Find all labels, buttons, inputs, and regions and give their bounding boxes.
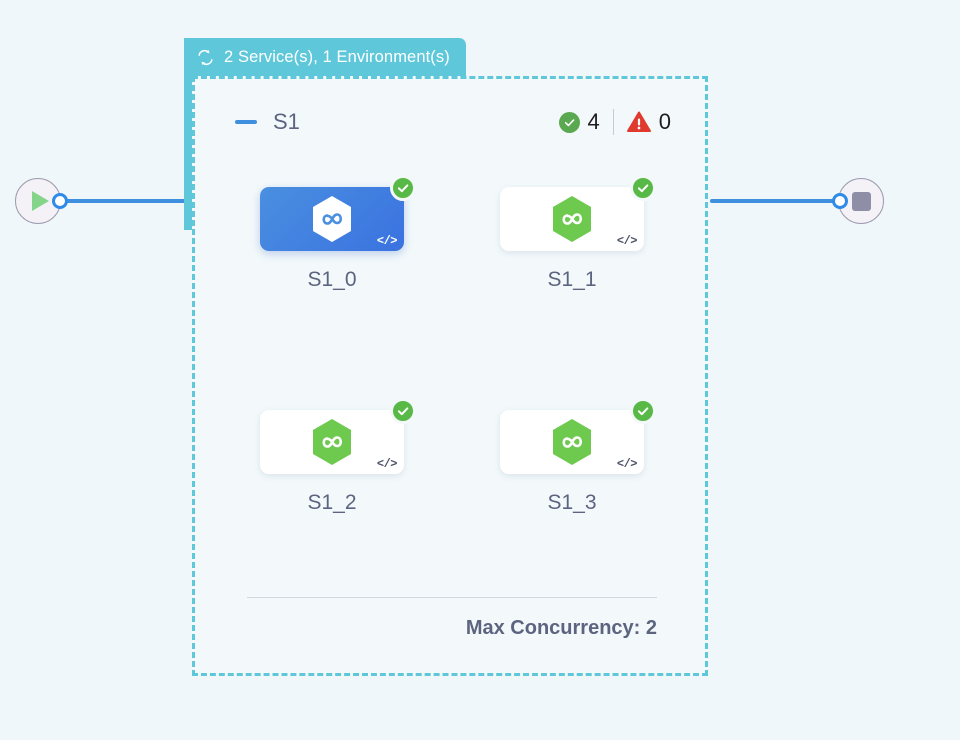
hexagon-infinity-icon (553, 419, 591, 465)
group-header-label: 2 Service(s), 1 Environment(s) (224, 48, 450, 66)
node-cell-3: </> S1_3 (500, 398, 656, 515)
success-count: 4 (587, 109, 600, 134)
minus-icon[interactable] (235, 120, 257, 124)
check-glyph (397, 184, 409, 193)
edge-start-to-group[interactable] (62, 199, 190, 203)
hexagon-infinity-icon (553, 196, 591, 242)
code-brackets-icon[interactable]: </> (616, 457, 638, 471)
check-glyph (637, 184, 649, 193)
refresh-cycle-icon (198, 49, 213, 66)
node-cell-1: </> S1_1 (500, 175, 656, 292)
code-brackets-icon[interactable]: </> (376, 457, 398, 471)
end-input-port-icon[interactable] (832, 193, 848, 209)
hexagon-infinity-icon (313, 196, 351, 242)
service-header-row: S1 4 0 (235, 109, 671, 135)
node-label-s1-3: S1_3 (547, 491, 597, 514)
status-summary: 4 0 (558, 109, 671, 135)
check-circle-icon (390, 398, 416, 424)
warning-status: 0 (626, 109, 671, 135)
node-card-s1-3[interactable]: </> (500, 398, 656, 474)
status-divider (612, 109, 614, 135)
warning-triangle-icon (626, 111, 651, 132)
service-name-label: S1 (273, 109, 300, 134)
check-circle-icon (390, 175, 416, 201)
node-card-s1-0[interactable]: </> (260, 175, 416, 251)
group-header-tab[interactable]: 2 Service(s), 1 Environment(s) (184, 38, 466, 77)
max-concurrency-label: Max Concurrency: 2 (465, 617, 657, 639)
check-circle-icon (630, 398, 656, 424)
node-label-s1-1: S1_1 (547, 268, 597, 291)
service-group-container: S1 4 0 (192, 76, 708, 676)
play-icon (32, 191, 49, 211)
node-label-s1-2: S1_2 (307, 491, 357, 514)
code-brackets-icon[interactable]: </> (376, 234, 398, 248)
success-status: 4 (558, 109, 600, 135)
check-circle-icon (630, 175, 656, 201)
node-cell-0: </> S1_0 (260, 175, 416, 292)
footer-divider (247, 597, 657, 598)
warning-count: 0 (658, 109, 671, 134)
group-accent-bar (184, 38, 194, 230)
code-brackets-icon[interactable]: </> (616, 234, 638, 248)
check-glyph (564, 118, 574, 126)
stop-icon (851, 191, 871, 211)
check-glyph (397, 407, 409, 416)
start-output-port-icon[interactable] (52, 193, 68, 209)
check-circle-icon (558, 111, 580, 133)
node-label-s1-0: S1_0 (307, 268, 357, 291)
hexagon-infinity-icon (313, 419, 351, 465)
check-glyph (637, 407, 649, 416)
edge-group-to-end[interactable] (710, 199, 840, 203)
node-card-s1-2[interactable]: </> (260, 398, 416, 474)
node-cell-2: </> S1_2 (260, 398, 416, 515)
node-card-s1-1[interactable]: </> (500, 175, 656, 251)
